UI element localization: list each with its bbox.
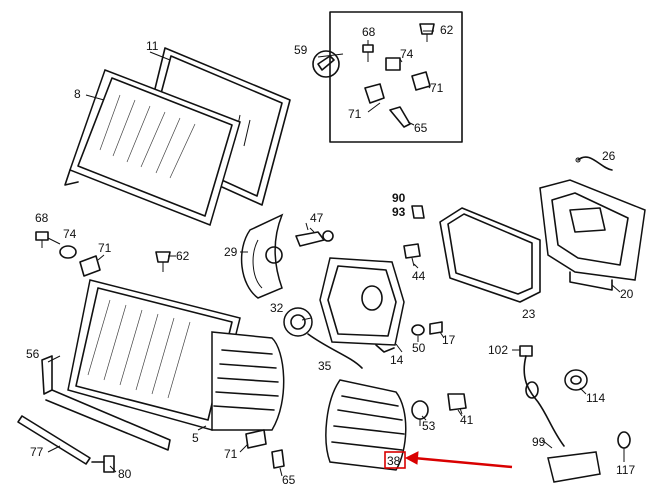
callout-117: 117 [616,463,635,477]
leader-lines [47,222,625,477]
callout-65: 65 [282,473,296,487]
callout-5: 5 [192,431,199,445]
callout-53: 53 [422,419,436,433]
bulb-47 [295,227,334,247]
bulb-holder-29 [240,213,284,299]
highlight-38: 38 [384,451,513,469]
callout-68: 68 [35,211,49,225]
callout-99: 99 [532,435,546,449]
callout-47: 47 [310,211,324,225]
clip-90-93 [411,205,425,219]
socket-41 [447,393,467,417]
callout-8: 8 [74,87,81,101]
wiring-99 [519,345,565,447]
callout-80: 80 [118,467,132,481]
callout-32: 32 [270,301,284,315]
bulb-53 [411,400,429,426]
callout-23: 23 [522,307,536,321]
socket-32 [283,307,363,369]
side-marker-38 [325,379,407,471]
callout-77: 77 [30,445,44,459]
bottom-fasteners [245,429,285,469]
wire-26-part [575,156,613,171]
callout-71: 71 [224,447,238,461]
callout-90: 90 [392,191,406,205]
callout-62: 62 [440,23,454,37]
callout-71: 71 [348,107,362,121]
callout-93: 93 [392,205,406,219]
callout-50: 50 [412,341,426,355]
grommet-114 [564,369,588,391]
fastener-kit-box [312,11,463,143]
callout-65: 65 [414,121,428,135]
callout-38[interactable]: 38 [387,454,401,468]
callout-labels: 11 8 59 68 62 74 71 71 65 26 68 74 71 62… [26,23,635,487]
callout-102: 102 [488,343,508,357]
bracket-80 [91,455,115,473]
callout-35: 35 [318,359,332,373]
callout-26: 26 [602,149,616,163]
bulb-117 [617,431,631,449]
headlamp-assembly-5 [67,279,285,431]
reflector-14 [319,257,405,353]
callout-29: 29 [224,245,238,259]
callout-114: 114 [586,391,605,405]
callout-74: 74 [400,47,414,61]
bulbs-50-17 [411,321,443,336]
left-fasteners [35,231,176,277]
bulb-44 [403,243,421,267]
callout-74: 74 [63,227,77,241]
headlamp-lens-part [64,69,241,226]
callout-71: 71 [430,81,444,95]
side-lamp-99 [547,451,601,483]
callout-41: 41 [460,413,474,427]
callout-17: 17 [442,333,456,347]
strip-56 [41,355,171,451]
callout-56: 56 [26,347,40,361]
callout-44: 44 [412,269,426,283]
callout-62: 62 [176,249,190,263]
callout-68: 68 [362,25,376,39]
callout-59: 59 [294,43,308,57]
callout-71: 71 [98,241,112,255]
housing-20-part [539,179,646,293]
callout-14: 14 [390,353,404,367]
gasket-23 [439,207,541,303]
callout-11: 11 [146,39,159,53]
callout-20: 20 [620,287,634,301]
rod-77 [17,415,91,465]
